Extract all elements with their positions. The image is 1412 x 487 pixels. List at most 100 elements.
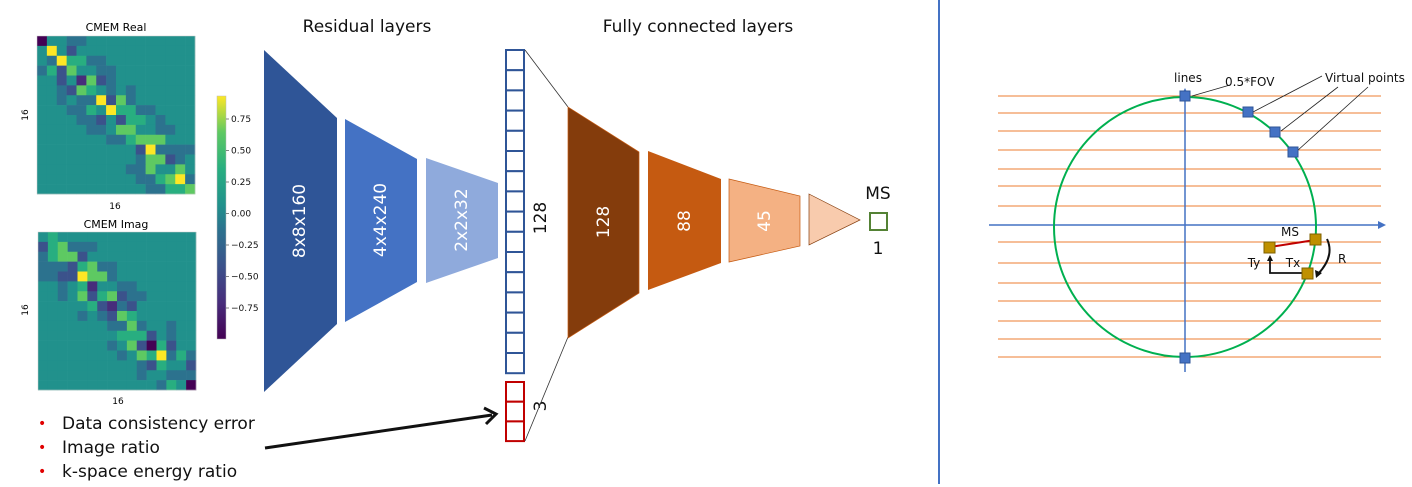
heatmap-cell	[176, 350, 187, 361]
vector-cell	[505, 129, 525, 153]
heatmap-cell	[97, 241, 108, 253]
heatmap-cell	[125, 124, 137, 136]
heatmap-cell	[56, 134, 67, 145]
heatmap-cell	[97, 291, 108, 302]
heatmap-cell	[126, 241, 138, 253]
heatmap-cell	[176, 320, 187, 332]
heatmap-cell	[117, 360, 128, 371]
heatmap-cell	[186, 232, 197, 243]
heatmap-cell	[107, 241, 118, 253]
ms-label: MS	[1281, 225, 1299, 239]
heatmap-cell	[126, 350, 138, 361]
heatmap-cell	[175, 174, 186, 185]
heatmap-cell	[165, 55, 176, 66]
heatmap-cell	[56, 85, 67, 96]
heatmap-cell	[77, 311, 88, 322]
heatmap-cell	[116, 75, 127, 86]
heatmap-cell	[176, 261, 187, 272]
heatmap-cell	[76, 36, 87, 47]
heatmap-cell	[87, 232, 98, 243]
heatmap-cell	[125, 85, 137, 96]
heatmap-cell	[57, 311, 68, 322]
fc-block-2-label: 88	[675, 210, 695, 232]
heatmap-cell	[135, 36, 146, 47]
heatmap-imag: CMEM Imag 16 16	[21, 218, 197, 407]
heatmap-cell	[125, 134, 137, 145]
heatmap-cell	[97, 350, 108, 361]
heatmap-cell	[106, 105, 117, 116]
heatmap-cell	[106, 75, 117, 86]
heatmap-cell	[96, 124, 107, 136]
heatmap-cell	[165, 45, 176, 57]
feature-vector	[505, 49, 525, 375]
heatmap-cell	[176, 311, 187, 322]
heatmap-cell	[166, 350, 177, 361]
heatmap-cell	[97, 271, 108, 282]
heatmap-cell	[175, 45, 186, 57]
heatmap-cell	[96, 55, 107, 66]
heatmap-cell	[77, 340, 88, 351]
heatmap-cell	[57, 261, 68, 272]
heatmap-cell	[156, 360, 167, 371]
heatmap-cell	[155, 154, 166, 165]
heatmap-cell	[146, 370, 157, 381]
vector-cell	[505, 109, 525, 132]
feature-vector-label: 128	[531, 202, 551, 234]
heatmap-cell	[166, 251, 177, 262]
heatmap-cell	[135, 124, 146, 136]
heatmap-cell	[106, 184, 117, 195]
heatmap-cell	[96, 105, 107, 116]
output-title: MS	[865, 184, 890, 204]
heatmap-cell	[165, 124, 176, 136]
heatmap-cell	[136, 251, 147, 262]
heatmap-cell	[66, 55, 77, 66]
heatmap-cell	[56, 115, 67, 126]
heatmap-cell	[155, 65, 166, 76]
heatmap-cell	[56, 55, 67, 66]
heatmap-cell	[106, 95, 117, 106]
heatmap-cell	[46, 36, 58, 47]
bullet-item: •k-space energy ratio	[38, 462, 238, 482]
heatmap-cell	[46, 154, 58, 165]
heatmap-cell	[37, 95, 48, 106]
heatmap-cell	[38, 330, 49, 341]
heatmap-cell	[116, 85, 127, 96]
heatmap-cell	[57, 340, 68, 351]
heatmap-cell	[38, 241, 49, 253]
heatmap-cell	[46, 75, 58, 86]
heatmap-cell	[67, 311, 78, 322]
heatmap-cell	[176, 301, 187, 312]
heatmap-cell	[66, 164, 77, 175]
heatmap-cell	[87, 360, 98, 371]
heatmap-cell	[126, 380, 138, 391]
fc-block-3: 45	[728, 178, 801, 263]
vector-cell	[505, 311, 525, 334]
heatmap-cell	[155, 184, 166, 195]
heatmap-cell	[117, 291, 128, 302]
heatmap-cell	[57, 350, 68, 361]
heatmap-cell	[66, 105, 77, 116]
colorbar-tick-label: −0.75	[231, 304, 259, 314]
extra-vector	[505, 381, 525, 443]
heatmap-cell	[145, 174, 156, 185]
heatmap-cell	[145, 154, 156, 165]
heatmap-cell	[175, 36, 186, 47]
virtual-point-1	[1242, 106, 1254, 118]
heatmap-cell	[57, 330, 68, 341]
heatmap-cell	[77, 271, 88, 282]
heatmap-cell	[186, 380, 197, 391]
heatmap-cell	[135, 45, 146, 57]
heatmap-cell	[38, 301, 49, 312]
vector-cell	[505, 331, 525, 354]
heatmap-cell	[175, 65, 186, 76]
heatmap-cell	[77, 301, 88, 312]
heatmap-cell	[106, 55, 117, 66]
heatmap-cell	[106, 124, 117, 136]
heatmap-cell	[146, 350, 157, 361]
ms-line	[1269, 239, 1316, 248]
heatmap-cell	[117, 251, 128, 262]
heatmap-cell	[136, 291, 147, 302]
heatmap-cell	[146, 311, 157, 322]
heatmap-cell	[57, 380, 68, 391]
